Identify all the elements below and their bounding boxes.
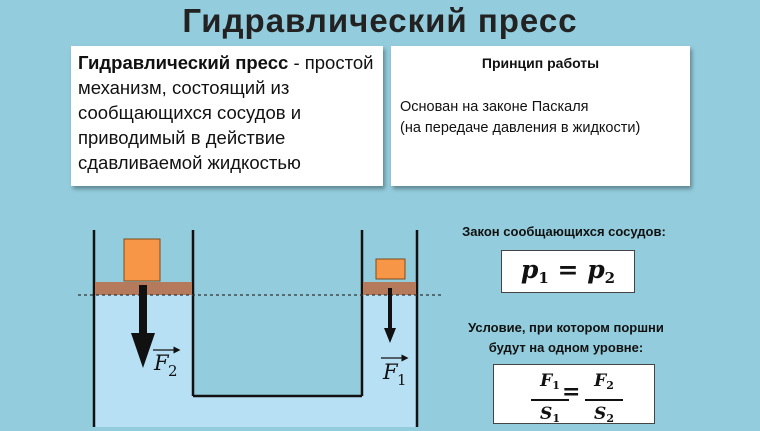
definition-card: Гидравлический пресс - простой механизм,… [71,46,383,186]
pressure-equation: p1 = p2 [502,255,634,287]
vessel-walls [92,230,419,427]
right-den-index: 2 [606,412,614,425]
condition-line-1: Условие, при котором поршни [468,320,664,335]
page-title: Гидравлический пресс [182,2,578,39]
fraction-left-bar [531,399,569,401]
vessels-law-label: Закон сообщающихся сосудов: [462,224,666,239]
principle-line-1: Основан на законе Паскаля [400,99,589,115]
left-den-index: 1 [552,412,560,425]
force-small-index: 1 [397,371,407,389]
fraction-right-numerator: F2 [582,369,626,398]
principle-line-2: (на передаче давления в жидкости) [400,120,641,136]
force-arrow-small [384,288,396,343]
force-large-index: 2 [168,362,178,380]
right-num-symbol: F [594,371,607,391]
pressure-lhs-index: 1 [538,269,549,287]
pressure-equals: = [557,255,579,284]
pressure-rhs: p [587,255,605,284]
pressure-formula-box: p1 = p2 [501,250,635,293]
definition-text: - простой механизм, состоящий из сообщаю… [78,52,374,173]
ratio-equals: = [562,379,581,405]
press-diagram: F 2 F 1 [78,230,444,427]
large-load [123,238,161,282]
water-fill [94,295,417,427]
force-small-symbol: F [382,360,399,384]
condition-label: Условие, при котором поршни будут на одн… [450,318,682,358]
fraction-right-bar [585,399,623,401]
pressure-lhs: p [520,255,539,284]
fraction-left-denominator: S1 [528,402,572,431]
force-large-symbol: F [153,351,170,375]
condition-line-2: будут на одном уровне: [488,340,644,355]
principle-text: Основан на законе Паскаля (на передаче д… [400,97,681,139]
fraction-right-denominator: S2 [582,402,626,431]
definition-term: Гидравлический пресс [78,52,289,73]
left-num-index: 1 [552,379,560,392]
definition-paragraph: Гидравлический пресс - простой механизм,… [78,50,376,175]
left-num-symbol: F [540,371,553,391]
fraction-left: F1 S1 [528,369,572,431]
principle-heading: Принцип работы [481,55,600,71]
right-den-symbol: S [594,404,607,424]
ratio-formula-box: F1 S1 = F2 S2 [493,364,655,425]
right-num-index: 2 [606,379,614,392]
force-label-large: F 2 [153,346,181,380]
principle-card: Принцип работы Основан на законе Паскаля… [391,46,690,186]
small-load [375,258,406,280]
force-label-small: F 1 [381,354,409,389]
fraction-left-numerator: F1 [528,369,572,398]
left-den-symbol: S [540,404,553,424]
pressure-rhs-index: 2 [604,269,616,287]
fraction-right: F2 S2 [582,369,626,431]
force-arrow-large [131,285,155,368]
